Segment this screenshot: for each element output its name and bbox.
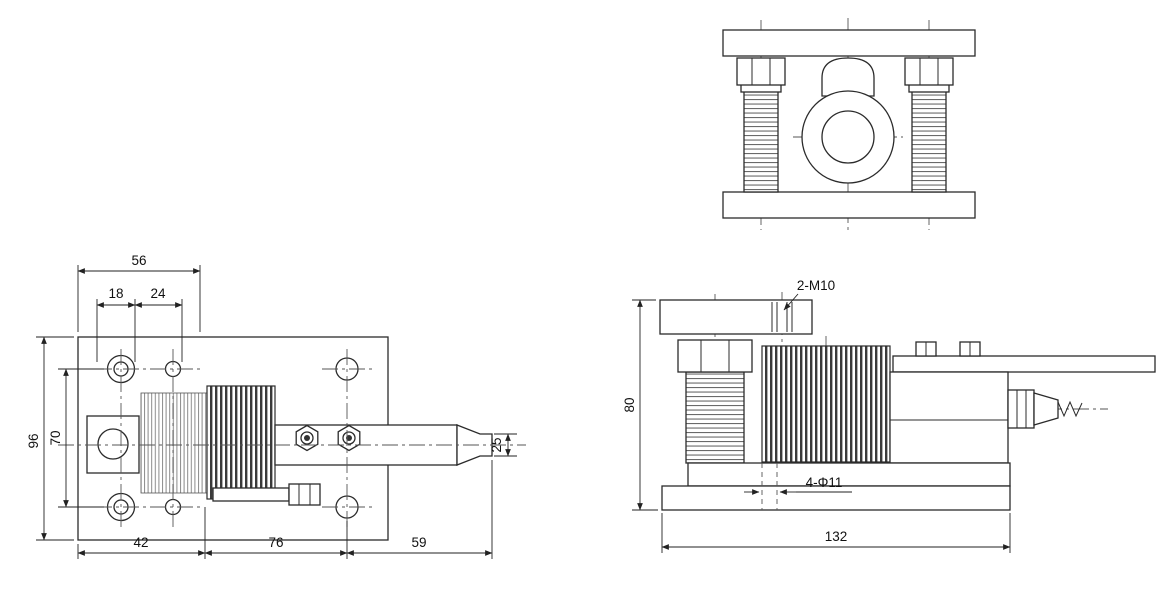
dim-42-label: 42: [133, 535, 148, 550]
dim-76-label: 76: [268, 535, 283, 550]
label-2-m10: 2-M10: [783, 278, 835, 311]
dim-56-label: 56: [131, 253, 146, 268]
front-bottom-plate: [722, 191, 976, 219]
dim-56: 56: [77, 253, 201, 332]
thread-callout-label: 2-M10: [797, 278, 835, 293]
dim-59-label: 59: [411, 535, 426, 550]
plan-lower-rod: [212, 483, 321, 506]
plan-left-block: [86, 415, 140, 474]
base-holes-callout-label: 4-Φ11: [806, 475, 843, 490]
dim-70: 70: [48, 368, 104, 508]
side-bar-nuts: [915, 341, 981, 357]
dim-96-label: 96: [26, 433, 41, 448]
side-cable-gland: [1007, 389, 1083, 429]
label-4-phi11: 4-Φ11: [744, 475, 852, 495]
dim-42-76-59: 42 76 59: [77, 460, 493, 559]
dim-80: 80: [622, 299, 658, 511]
plan-view: 56 18 24 96 70: [26, 253, 526, 559]
side-left-bolt: [677, 339, 753, 464]
dim-96: 96: [26, 336, 74, 541]
front-view: [722, 18, 976, 234]
side-base-plates: [661, 462, 1011, 511]
plan-centerlines: [58, 349, 526, 528]
side-mounting-bar: [892, 355, 1156, 373]
side-bellows-fins: [761, 345, 891, 463]
side-body-block: [889, 371, 1009, 464]
plan-hex-bolt-1: [295, 424, 319, 452]
dim-24-label: 24: [150, 286, 166, 301]
front-top-plate: [722, 29, 976, 57]
front-ring-inner: [821, 110, 875, 164]
plan-hex-bolt-2: [337, 424, 361, 452]
dim-132: 132: [661, 513, 1011, 553]
dim-18-24: 18 24: [96, 286, 183, 362]
front-right-bolt: [904, 57, 954, 193]
plan-fine-fins: [140, 392, 208, 494]
dim-25-label: 25: [489, 437, 504, 452]
dim-18-label: 18: [108, 286, 123, 301]
front-left-bolt: [736, 57, 786, 193]
dim-132-label: 132: [825, 529, 848, 544]
dim-25: 25: [489, 433, 517, 457]
front-dome-cap: [821, 57, 875, 97]
dim-70-label: 70: [48, 430, 63, 445]
plan-bellows-fins: [206, 385, 276, 500]
side-top-block: [659, 299, 813, 335]
side-view: 2-M10: [622, 278, 1156, 553]
dim-80-label: 80: [622, 397, 637, 412]
